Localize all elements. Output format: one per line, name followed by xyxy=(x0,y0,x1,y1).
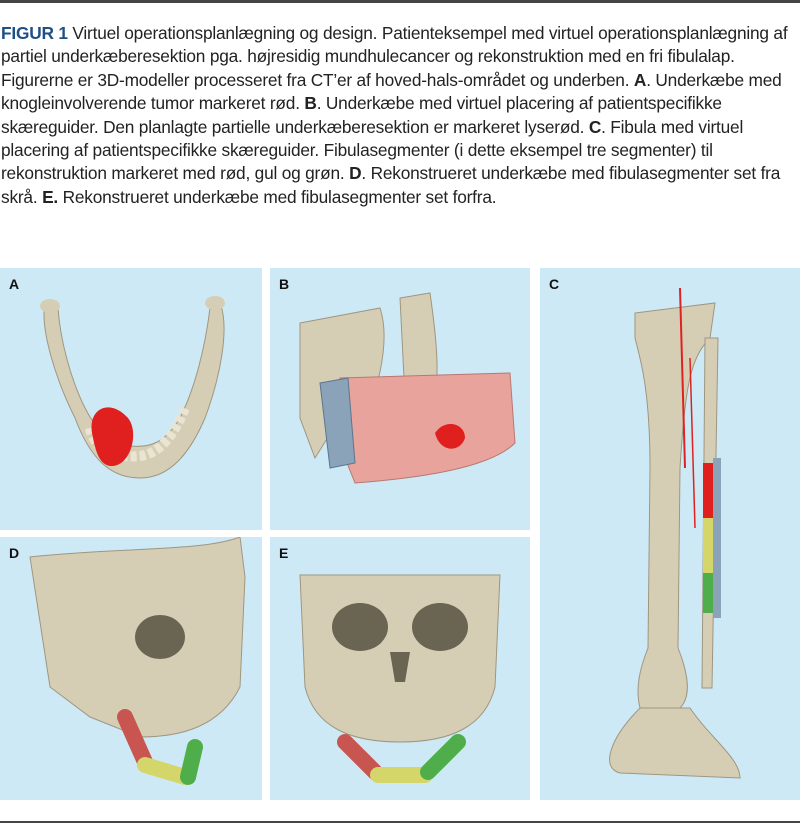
tumor-marker xyxy=(435,423,465,449)
panel-a-mandible-tumor: A xyxy=(0,268,262,530)
caption-text: . Rekonstrueret underkæbe med fibulasegm… xyxy=(1,163,781,207)
resection-area xyxy=(339,372,516,484)
top-rule xyxy=(0,0,800,3)
panel-e-reconstruction-front: E xyxy=(270,537,530,800)
panel-label: D xyxy=(9,545,20,561)
mandible-illustration xyxy=(40,296,225,479)
tumor-marker xyxy=(91,407,134,467)
panel-label: B xyxy=(279,276,290,292)
caption-text: Rekonstrueret underkæbe med fibulasegmen… xyxy=(58,186,497,207)
panel-b-cutting-guides: B xyxy=(270,268,530,530)
mandible-guides-illustration xyxy=(299,292,516,484)
caption-panel-ref: D xyxy=(349,163,362,184)
caption-panel-ref: C xyxy=(588,116,602,137)
segment-red xyxy=(703,463,713,518)
caption-text: . Underkæbe med knogleinvolverende tumor… xyxy=(1,69,782,114)
fibula-illustration xyxy=(609,287,741,779)
cutting-guide xyxy=(319,377,356,469)
caption-text: . Fibula med virtuel placering af patien… xyxy=(1,116,744,184)
segment-yellow xyxy=(703,518,713,573)
caption-text: Virtuel operationsplanlægning og design.… xyxy=(1,23,788,90)
caption-panel-ref: A xyxy=(633,69,647,90)
caption-text: . Underkæbe med virtuel placering af pat… xyxy=(1,93,722,137)
panel-label: C xyxy=(549,276,560,292)
panel-label: E xyxy=(279,545,289,561)
skull-front-illustration xyxy=(299,574,501,783)
cutting-guide xyxy=(713,458,721,618)
caption-panel-ref: E. xyxy=(42,186,58,207)
figure-label: FIGUR 1 xyxy=(1,23,68,43)
caption-panel-ref: B xyxy=(304,93,317,114)
figure-caption: FIGUR 1 Virtuel operationsplanlægning og… xyxy=(1,22,791,209)
panel-d-reconstruction-oblique: D xyxy=(0,537,262,800)
skull-oblique-illustration xyxy=(29,537,246,785)
panel-label: A xyxy=(9,276,20,292)
panel-c-fibula: C xyxy=(540,268,800,800)
bottom-rule xyxy=(0,821,800,823)
segment-green xyxy=(703,573,713,613)
